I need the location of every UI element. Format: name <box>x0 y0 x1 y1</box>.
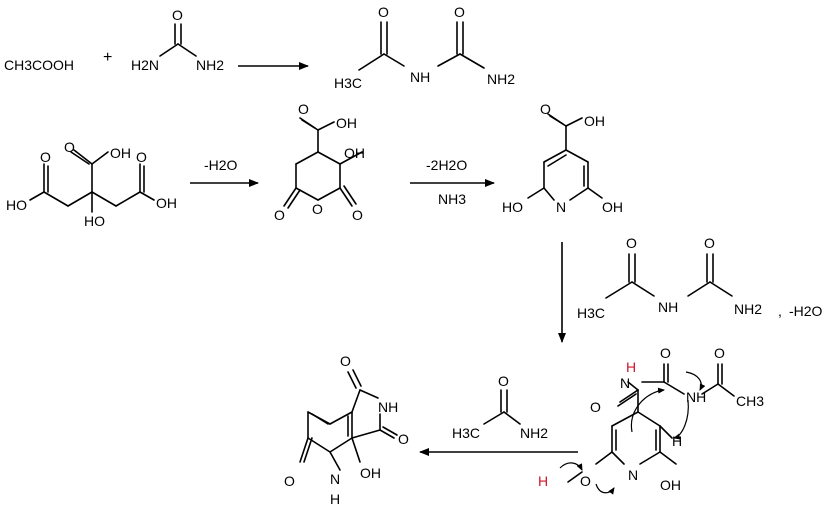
intermediate-carbonyl-o: O <box>660 345 671 361</box>
citric-anhydride-molecule: OH O OH O O O <box>274 101 365 223</box>
acetamide-oxygen: O <box>498 373 509 389</box>
product-right-o: O <box>398 431 409 447</box>
cyclization-reagent-water: -2H2O <box>426 157 467 173</box>
product-left-o: O <box>284 473 295 489</box>
acetamide-amine: NH2 <box>520 425 548 441</box>
product-ring-h: H <box>330 491 340 507</box>
acetylurea-nh: NH <box>410 69 430 85</box>
intermediate-methyl: CH3 <box>736 393 764 409</box>
citric-acid-molecule: OH O HO HO O OH O <box>6 139 177 229</box>
pyridine-right-oh: OH <box>602 199 623 215</box>
intermediate-acetyl-o: O <box>714 345 725 361</box>
urea-left-amine: H2N <box>131 57 159 73</box>
acetylurea-reagent: O O H3C NH NH2 , -H2O <box>577 235 823 321</box>
reagent-amine: NH2 <box>734 301 762 317</box>
reagent-water-loss: -H2O <box>789 303 823 319</box>
product-top-o: O <box>340 353 351 369</box>
intermediate-nh: NH <box>686 389 706 405</box>
acetylurea-methyl: H3C <box>334 75 362 91</box>
intermediate-left-o: O <box>580 473 591 489</box>
dehydration-reagent: -H2O <box>204 157 238 173</box>
anhydride-cooh-oh: OH <box>336 115 357 131</box>
intermediate-amide-o: O <box>590 399 601 415</box>
citric-left-o: O <box>40 149 51 165</box>
pyridine-nitrogen: N <box>556 199 566 215</box>
acetylurea-amine: NH2 <box>487 71 515 87</box>
intermediate-amide-n: N <box>620 375 630 391</box>
acetamide-reagent: O H3C NH2 <box>452 373 548 441</box>
intermediate-acidic-h: H <box>626 359 636 375</box>
product-imide-nh: NH <box>378 399 398 415</box>
acetic-acid-formula: CH3COOH <box>4 57 74 73</box>
intermediate-molecule: O N H O NH O CH3 H H O N OH <box>538 345 764 495</box>
citric-top-oh: OH <box>110 145 131 161</box>
citric-center-oh: HO <box>84 213 105 229</box>
intermediate-ring-n: N <box>628 467 638 483</box>
citric-right-oh: OH <box>156 195 177 211</box>
product-ring-n: N <box>330 471 340 487</box>
pyridine-cooh-oh: OH <box>584 113 605 129</box>
urea-oxygen: O <box>172 7 183 23</box>
anhydride-cooh-o: O <box>298 101 309 117</box>
citric-left-oh: HO <box>6 197 27 213</box>
intermediate-ring-h: H <box>672 433 682 449</box>
intermediate-hydroxyl-h: H <box>538 473 548 489</box>
acetylurea-oxygen-1: O <box>378 4 389 20</box>
reagent-methyl: H3C <box>577 305 605 321</box>
citric-top-o: O <box>64 139 75 155</box>
urea-right-amine: NH2 <box>196 57 224 73</box>
acetamide-methyl: H3C <box>452 425 480 441</box>
product-oh: OH <box>360 465 381 481</box>
anhydride-right-o: O <box>352 207 363 223</box>
plus-sign: + <box>103 49 112 66</box>
pyridine-cooh-o: O <box>540 101 551 117</box>
reagent-nh: NH <box>658 299 678 315</box>
reagent-oxygen-2: O <box>704 235 715 251</box>
anhydride-oh: OH <box>344 145 365 161</box>
reagent-oxygen-1: O <box>626 235 637 251</box>
citrazinic-acid-molecule: OH O HO N OH <box>502 101 623 215</box>
reagent-separator: , <box>778 303 782 319</box>
acetylurea-product: O O H3C NH NH2 <box>334 4 515 91</box>
final-product-molecule: O NH O O N H OH <box>284 353 409 507</box>
anhydride-ring-o: O <box>312 201 323 217</box>
urea-molecule: O H2N NH2 <box>131 7 224 73</box>
anhydride-left-o: O <box>274 207 285 223</box>
citric-right-o: O <box>136 149 147 165</box>
acetylurea-oxygen-2: O <box>454 4 465 20</box>
pyridine-left-oh: HO <box>502 199 523 215</box>
cyclization-reagent-ammonia: NH3 <box>438 191 466 207</box>
intermediate-right-oh: OH <box>660 477 681 493</box>
